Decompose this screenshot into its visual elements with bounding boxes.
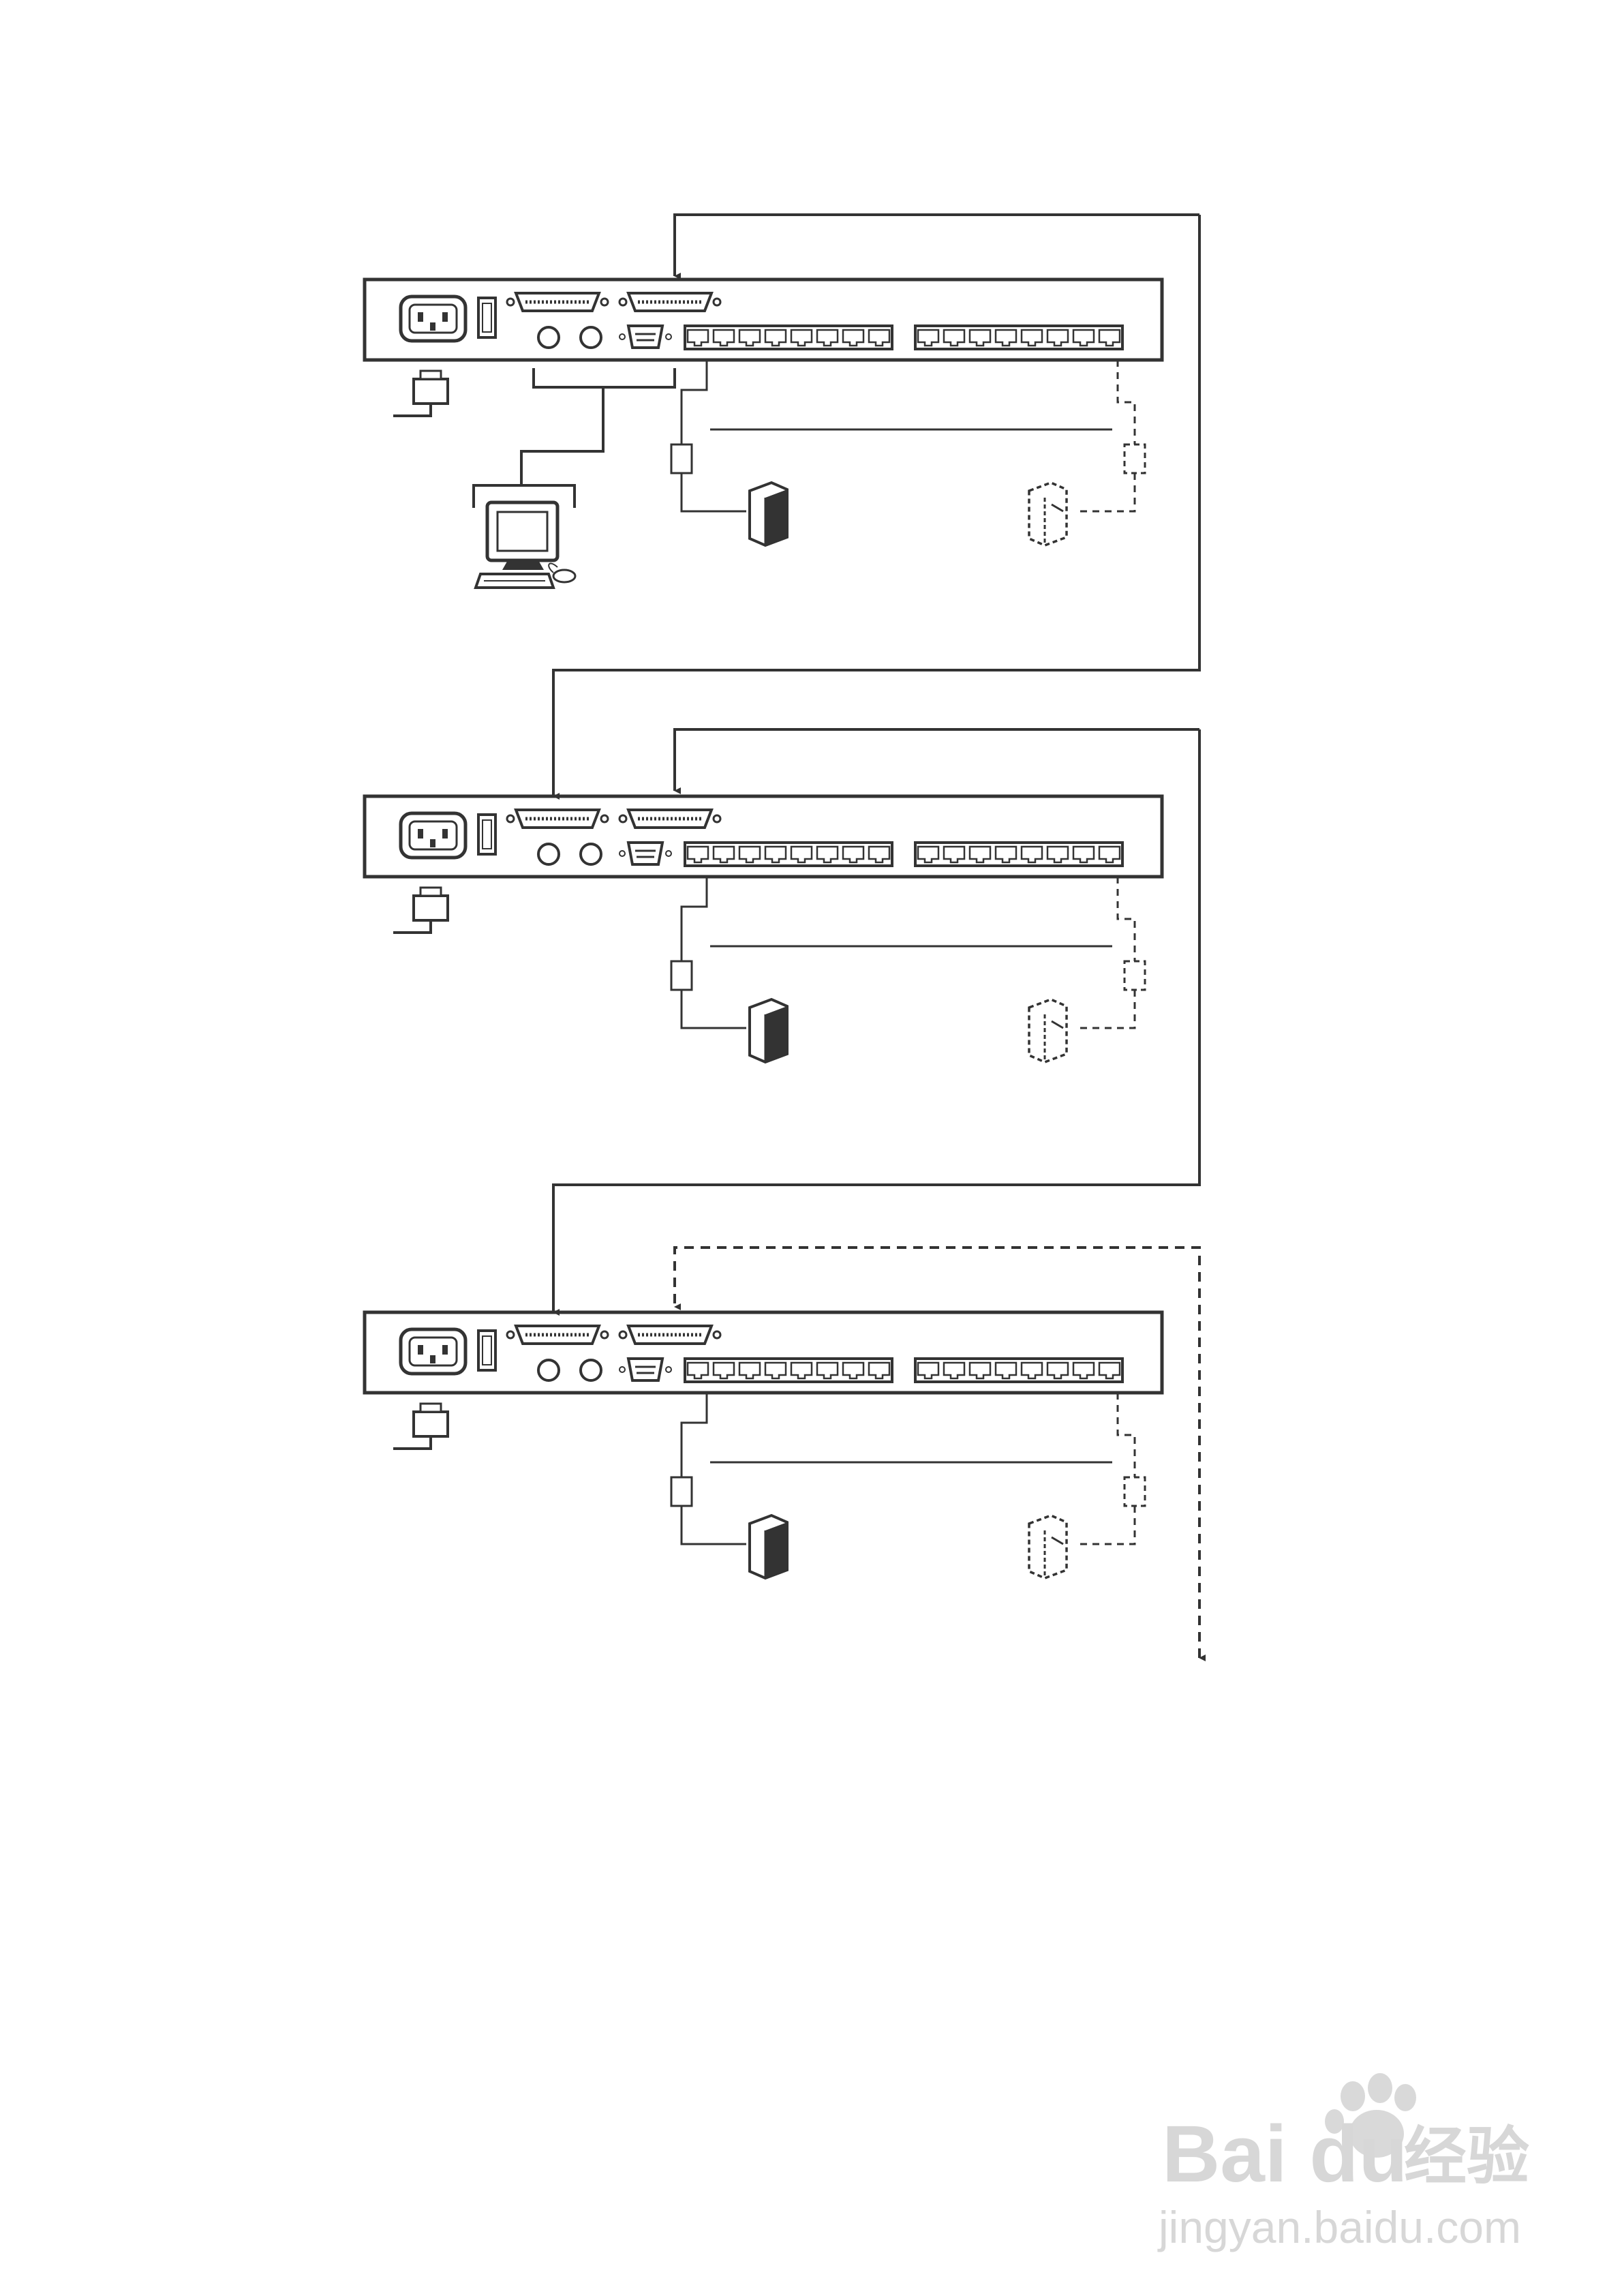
port-bank-1 [684,1357,893,1383]
rj45-port-icon [790,845,813,864]
port-bank-2 [914,841,1124,867]
rj45-port-icon [943,329,966,347]
chain-out-port-icon [618,1325,722,1345]
rj45-port-icon [816,845,839,864]
power-socket-icon [399,1327,468,1376]
mouse-icon [548,562,577,584]
vga-port-icon [619,324,672,349]
chain-cable-into-unit-1 [673,213,1199,280]
rj45-port-icon [994,845,1017,864]
chain-cable-unit-1-to-unit-2 [552,215,1201,800]
computer-tower-icon [1028,998,1068,1063]
watermark-brand: Bai du [1162,2109,1408,2199]
chain-in-port-icon [506,809,609,829]
ps2-keyboard-port-icon [537,843,560,866]
rj45-port-icon [712,329,735,347]
rj45-port-icon [1046,845,1069,864]
rj45-port-icon [1098,329,1121,347]
vga-port-icon [619,841,672,866]
switch-units [363,277,1164,1580]
chain-in-port-icon [506,292,609,312]
power-socket-icon [399,811,468,860]
port-bank-2 [914,324,1124,350]
power-cord-icon [393,1402,449,1450]
daisy-chain-cables [552,213,1206,1661]
rj45-port-icon [686,329,709,347]
rj45-port-icon [943,845,966,864]
console-station [472,368,676,589]
rj45-port-icon [917,329,940,347]
computer-connection-last [1028,877,1146,1063]
rj45-port-icon [712,845,735,864]
rj45-port-icon [1046,329,1069,347]
computer-connection-first [670,360,789,547]
rj45-port-icon [1020,329,1043,347]
chain-out-port-icon [618,809,722,829]
power-socket-icon [399,294,468,343]
computer-tower-icon [1028,481,1068,547]
computer-connection-first [670,1393,789,1580]
power-cord-icon [393,886,449,934]
ps2-keyboard-port-icon [537,1359,560,1382]
console-bracket [532,368,676,389]
console-cable [520,387,605,485]
rj45-port-icon [968,845,992,864]
switch-unit-1 [363,277,1164,547]
ps2-mouse-port-icon [579,843,602,866]
chain-cable-into-unit-2 [673,728,1199,794]
rj45-port-icon [790,329,813,347]
rj45-port-icon [842,329,865,347]
power-switch-icon [477,1329,497,1372]
rj45-port-icon [738,329,761,347]
watermark-url: jingyan.baidu.com [1157,2202,1521,2252]
chain-cable-unit-2-to-unit-3 [552,729,1201,1316]
chain-in-port-icon [506,1325,609,1345]
ps2-mouse-port-icon [579,326,602,349]
rj45-port-icon [764,845,787,864]
rj45-port-icon [1072,845,1095,864]
rj45-port-icon [1072,329,1095,347]
computer-connection-last [1028,1393,1146,1580]
port-bank-1 [684,324,893,350]
computer-tower-icon [1028,1514,1068,1580]
computer-connection-last [1028,360,1146,547]
power-switch-icon [477,297,497,339]
paw-logo-icon [1325,2073,1416,2158]
computer-connection-first [670,877,789,1064]
chain-cable-into-unit-3-dashed [673,1246,1206,1661]
console-bracket-lower [472,484,576,508]
rj45-port-icon [686,845,709,864]
rj45-port-icon [868,329,891,347]
rj45-port-icon [994,329,1017,347]
power-switch-icon [477,813,497,856]
ps2-keyboard-port-icon [537,326,560,349]
port-bank-1 [684,841,893,867]
rj45-port-icon [1020,845,1043,864]
port-bank-2 [914,1357,1124,1383]
keyboard-icon [474,573,555,589]
monitor-icon [485,500,560,570]
power-cord-icon [393,369,449,417]
rj45-port-icon [868,845,891,864]
rj45-port-icon [968,329,992,347]
watermark-brand-suffix: 经验 [1404,2122,1529,2192]
rj45-port-icon [738,845,761,864]
switch-unit-3 [363,1310,1164,1580]
rj45-port-icon [764,329,787,347]
rj45-port-icon [816,329,839,347]
vga-port-icon [619,1357,672,1382]
baidu-watermark: Bai du 经验 jingyan.baidu.com [1157,2073,1529,2252]
rj45-port-icon [842,845,865,864]
switch-unit-2 [363,794,1164,1064]
rj45-port-icon [1098,845,1121,864]
rj45-port-icon [917,845,940,864]
ps2-mouse-port-icon [579,1359,602,1382]
chain-out-port-icon [618,292,722,312]
